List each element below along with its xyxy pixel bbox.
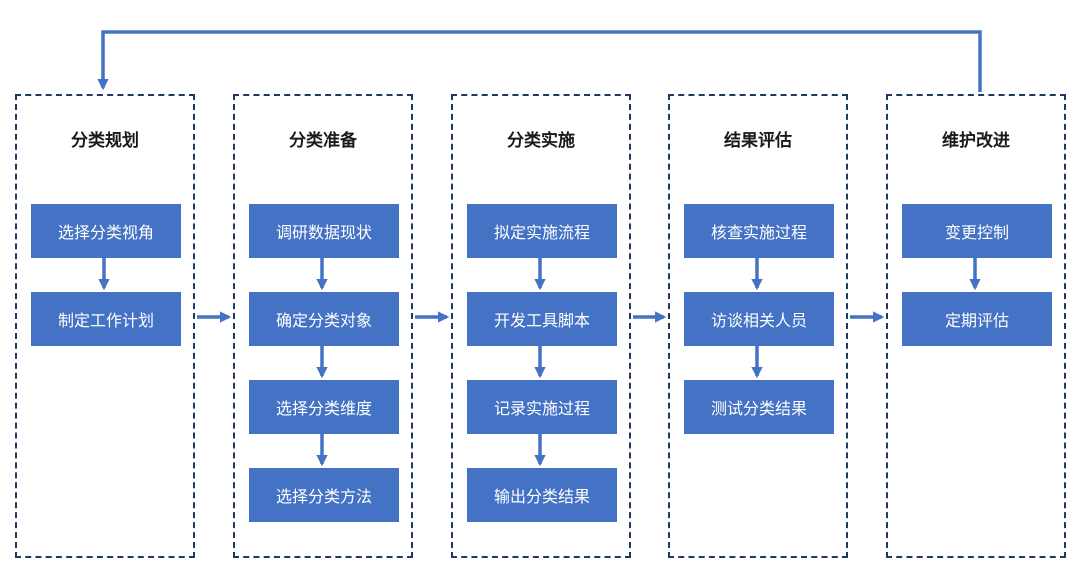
stage-title: 结果评估 (724, 131, 792, 151)
stage-title: 分类实施 (507, 131, 575, 151)
step-box: 选择分类维度 (249, 380, 399, 434)
step-box: 核查实施过程 (684, 204, 834, 258)
stage-maintenance: 维护改进 变更控制 定期评估 (886, 94, 1066, 558)
step-box: 选择分类视角 (31, 204, 181, 258)
stage-planning: 分类规划 选择分类视角 制定工作计划 (15, 94, 195, 558)
feedback-loop-arrow (97, 30, 982, 92)
step-box: 访谈相关人员 (684, 292, 834, 346)
step-box: 输出分类结果 (467, 468, 617, 522)
stage-evaluation: 结果评估 核查实施过程 访谈相关人员 测试分类结果 (668, 94, 848, 558)
step-box: 确定分类对象 (249, 292, 399, 346)
step-box: 记录实施过程 (467, 380, 617, 434)
step-box: 选择分类方法 (249, 468, 399, 522)
stage-preparation: 分类准备 调研数据现状 确定分类对象 选择分类维度 选择分类方法 (233, 94, 413, 558)
step-box: 定期评估 (902, 292, 1052, 346)
stage-title: 分类准备 (289, 131, 357, 151)
stage-title: 维护改进 (942, 131, 1010, 151)
stage-implementation: 分类实施 拟定实施流程 开发工具脚本 记录实施过程 输出分类结果 (451, 94, 631, 558)
step-box: 拟定实施流程 (467, 204, 617, 258)
step-box: 测试分类结果 (684, 380, 834, 434)
stage-title: 分类规划 (71, 131, 139, 151)
step-box: 开发工具脚本 (467, 292, 617, 346)
step-box: 调研数据现状 (249, 204, 399, 258)
step-box: 制定工作计划 (31, 292, 181, 346)
step-box: 变更控制 (902, 204, 1052, 258)
